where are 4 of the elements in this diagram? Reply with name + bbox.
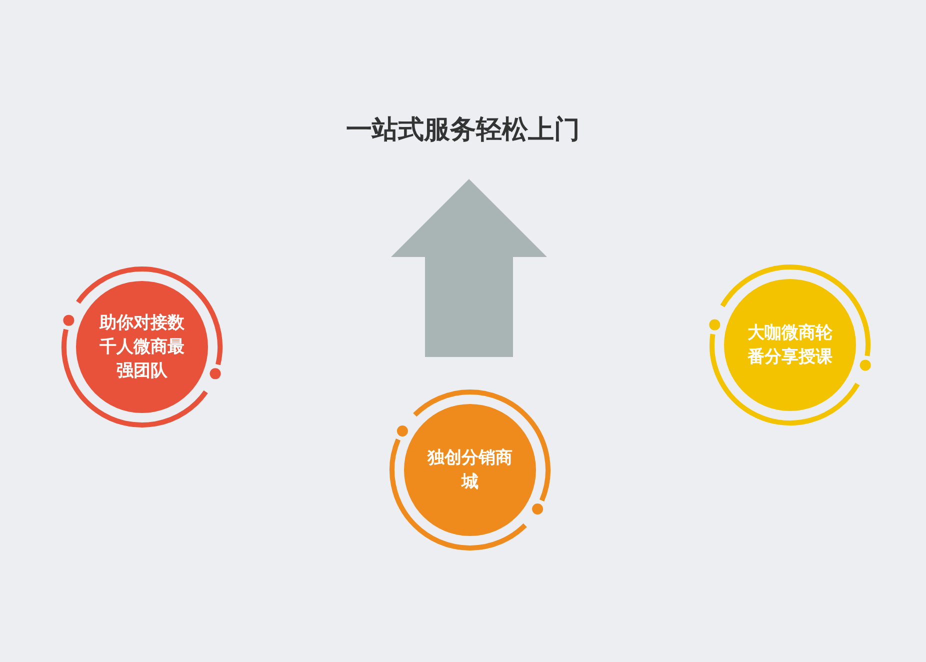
- node-text: 助你对接数千人微商最强团队: [98, 312, 186, 383]
- title: 一站式服务轻松上门: [345, 114, 581, 147]
- node-text: 大咖微商轮番分享授课: [746, 322, 834, 369]
- node-text: 独创分销商城: [426, 447, 514, 494]
